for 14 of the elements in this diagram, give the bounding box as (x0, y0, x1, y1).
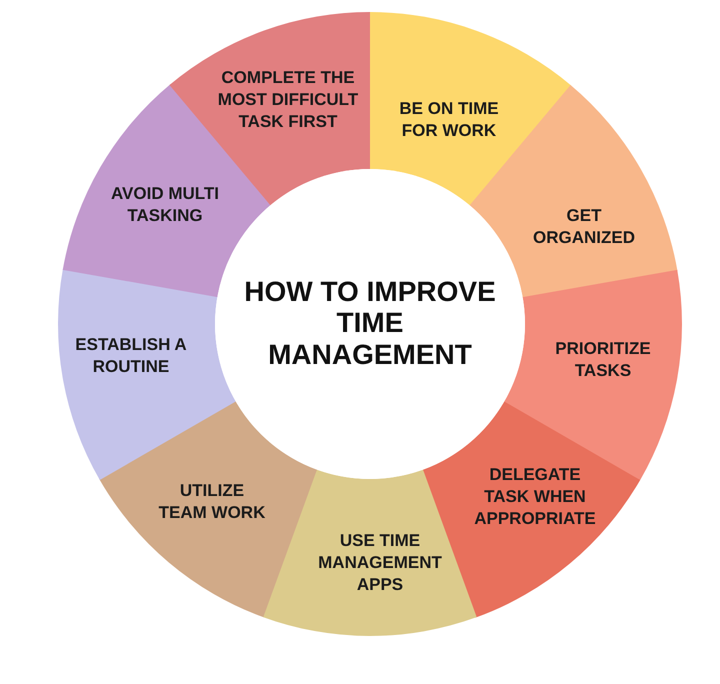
wheel-segment (58, 269, 236, 481)
wheel-segment (370, 12, 571, 206)
segment-label: AVOID MULTI TASKING (110, 182, 220, 227)
segment-label: BE ON TIME FOR WORK (398, 98, 500, 142)
segment-label: COMPLETE THE MOST DIFFICULT TASK FIRST (216, 66, 360, 134)
segment-label: UTILIZE TEAM WORK (158, 480, 266, 524)
segment-label: GET ORGANIZED (532, 204, 636, 249)
center-title: HOW TO IMPROVE TIME MANAGEMENT (243, 276, 497, 370)
segment-label: PRIORITIZE TASKS (554, 338, 652, 382)
segment-label: ESTABLISH A ROUTINE (74, 334, 188, 378)
segment-label: USE TIME MANAGEMENT APPS (317, 530, 443, 596)
wheel-segment (169, 12, 370, 206)
segment-label: DELEGATE TASK WHEN APPROPRIATE (473, 464, 597, 530)
wheel-segment (99, 401, 317, 618)
